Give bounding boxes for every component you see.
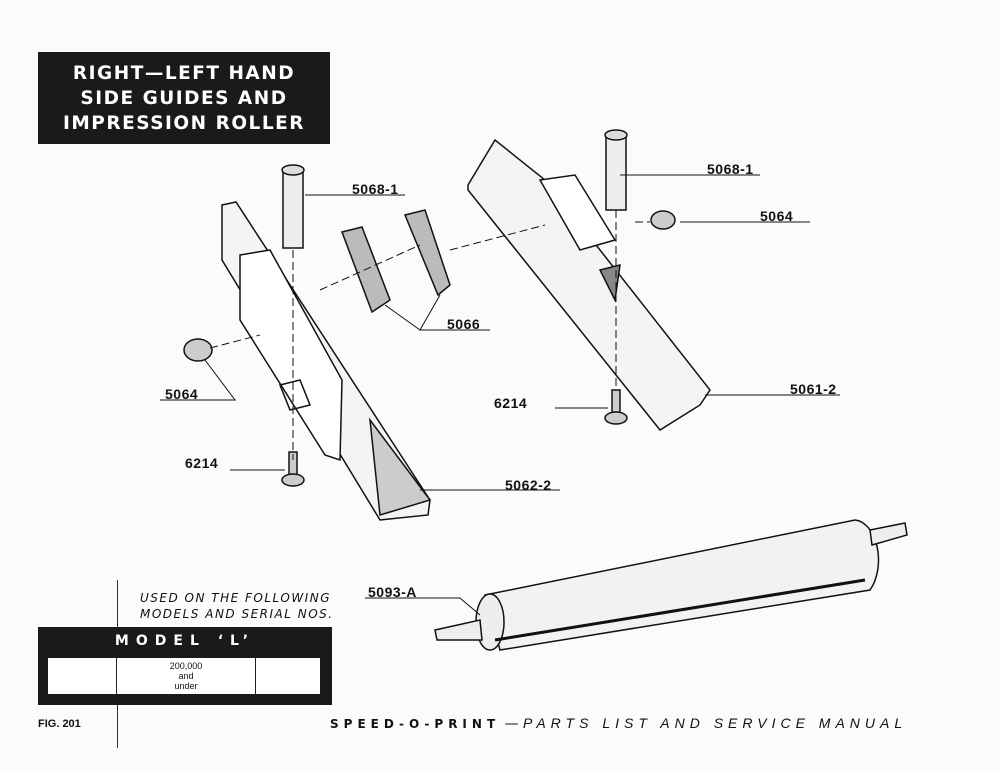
- knob-left: [183, 338, 213, 362]
- serial-text: 200,000: [169, 661, 203, 671]
- part-label-6214-right: 6214: [494, 395, 528, 411]
- impression-roller: [434, 519, 908, 651]
- part-label-5068-1-left: 5068-1: [352, 181, 399, 197]
- used-on-line: USED ON THE FOLLOWING: [140, 591, 331, 605]
- footer-dash: —: [500, 716, 524, 732]
- used-on-note: USED ON THE FOLLOWING MODELS AND SERIAL …: [140, 590, 334, 622]
- pin-right: [605, 134, 627, 211]
- serial-text: and: [178, 671, 194, 681]
- title-line: RIGHT—LEFT HAND: [72, 63, 296, 84]
- part-label-5066: 5066: [447, 316, 481, 332]
- model-table: MODEL ‘L’ 200,000 and under: [38, 627, 332, 705]
- brand-name: SPEED-O-PRINT: [330, 717, 501, 731]
- knob-right: [650, 210, 676, 230]
- serial-cell: [48, 658, 117, 694]
- pin-left: [282, 169, 304, 249]
- title-line: IMPRESSION ROLLER: [62, 113, 306, 134]
- part-label-5068-1-right: 5068-1: [707, 161, 754, 177]
- part-label-5062-2: 5062-2: [505, 477, 552, 493]
- pad: [403, 209, 451, 297]
- part-label-6214-left: 6214: [185, 455, 219, 471]
- part-label-5093-a: 5093-A: [368, 584, 417, 600]
- model-title: MODEL ‘L’: [114, 633, 256, 649]
- manual-title: PARTS LIST AND SERVICE MANUAL: [523, 715, 908, 731]
- serial-cell: [256, 658, 320, 694]
- serial-cells: 200,000 and under: [48, 658, 320, 694]
- part-label-5064-right: 5064: [760, 208, 794, 224]
- page-footer: SPEED-O-PRINT — PARTS LIST AND SERVICE M…: [330, 715, 907, 732]
- left-side-guide: [221, 201, 432, 521]
- title-line: SIDE GUIDES AND: [80, 88, 288, 109]
- serial-cell-200000: 200,000 and under: [117, 658, 256, 694]
- page-title: RIGHT—LEFT HAND SIDE GUIDES AND IMPRESSI…: [38, 52, 330, 144]
- part-label-5064-left: 5064: [165, 386, 199, 402]
- used-on-line: MODELS AND SERIAL NOS.: [140, 607, 334, 621]
- figure-number: FIG. 201: [38, 718, 81, 730]
- serial-text: under: [174, 681, 198, 691]
- leader-lines: [160, 174, 840, 616]
- right-side-guide: [467, 138, 711, 431]
- part-label-5061-2: 5061-2: [790, 381, 837, 397]
